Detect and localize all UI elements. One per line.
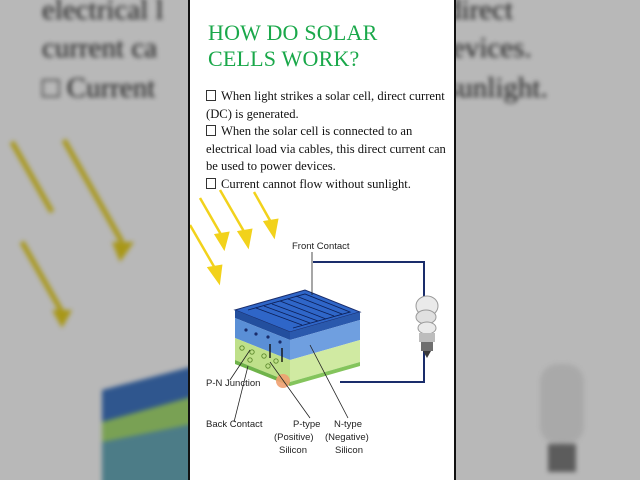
label-n-type-1: N-type bbox=[334, 419, 362, 430]
electron-dots bbox=[244, 328, 282, 344]
bg-text-line: current ca bbox=[42, 32, 158, 64]
checkbox-icon bbox=[206, 90, 216, 101]
label-p-type-1: P-type bbox=[293, 419, 320, 430]
checkbox-icon bbox=[206, 125, 216, 137]
bullet-text: Current cannot flow without sunlight. bbox=[221, 176, 411, 191]
light-bulb-icon bbox=[415, 295, 439, 358]
bullet-item: When the solar cell is connected to an e… bbox=[206, 123, 446, 176]
label-front-contact: Front Contact bbox=[292, 241, 350, 252]
label-p-type-2: (Positive) bbox=[274, 432, 314, 443]
junction-arrows bbox=[269, 344, 283, 362]
label-n-type-2: (Negative) bbox=[325, 432, 369, 443]
bullet-text: When the solar cell is connected to an e… bbox=[206, 124, 446, 174]
bullet-item: Current cannot flow without sunlight. bbox=[206, 176, 446, 194]
bullet-item: When light strikes a solar cell, direct … bbox=[206, 88, 446, 123]
bg-text-line: evices. bbox=[452, 32, 532, 64]
bg-text-line: □ Current bbox=[42, 72, 156, 104]
label-p-type-3: Silicon bbox=[279, 445, 307, 456]
label-pn-junction: P-N Junction bbox=[206, 378, 260, 389]
highlight-dot bbox=[276, 374, 290, 388]
checkbox-icon bbox=[206, 177, 216, 189]
slide-card: HOW DO SOLAR CELLS WORK? When light stri… bbox=[188, 0, 456, 480]
bullet-text: When light strikes a solar cell, direct … bbox=[206, 89, 445, 121]
bg-text-line: sunlight. bbox=[447, 72, 548, 104]
bullet-list: When light strikes a solar cell, direct … bbox=[206, 88, 446, 194]
leader-lines bbox=[229, 252, 349, 423]
label-n-type-3: Silicon bbox=[335, 445, 363, 456]
solar-cell-diagram: Front Contact P-N Junction Back Contact … bbox=[190, 189, 439, 456]
sun-rays-icon bbox=[190, 189, 279, 286]
hole-dots bbox=[239, 345, 279, 369]
label-back-contact: Back Contact bbox=[206, 419, 263, 430]
bg-text-line: direct bbox=[447, 0, 514, 26]
solar-cell-block bbox=[233, 289, 362, 388]
bg-text-line: electrical l bbox=[42, 0, 164, 26]
front-contact-grid bbox=[247, 293, 352, 329]
slide-title: HOW DO SOLAR CELLS WORK? bbox=[208, 20, 378, 71]
